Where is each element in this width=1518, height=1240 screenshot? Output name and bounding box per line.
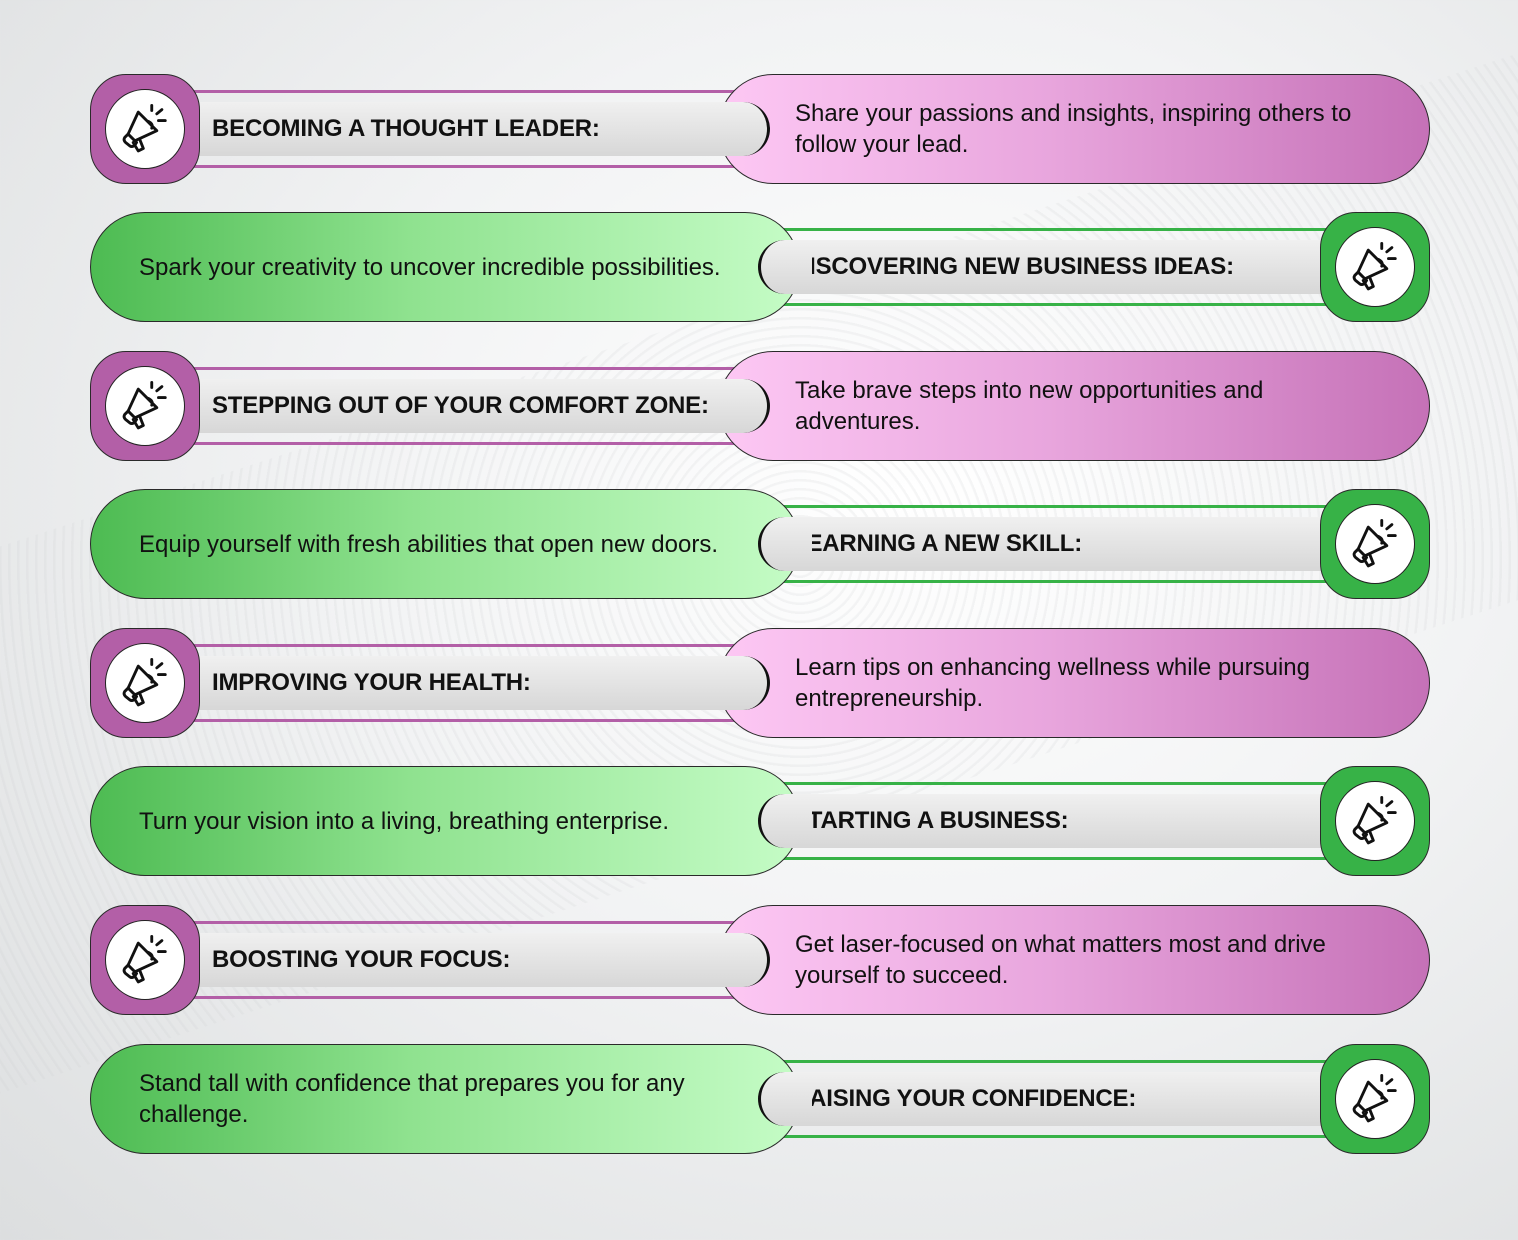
item-title: STARTING A BUSINESS: <box>792 807 1069 834</box>
item-description-pill: Spark your creativity to uncover incredi… <box>90 212 800 322</box>
icon-badge <box>90 628 200 738</box>
item-title: IMPROVING YOUR HEALTH: <box>212 669 531 696</box>
megaphone-icon <box>1335 781 1415 861</box>
icon-badge <box>1320 1044 1430 1154</box>
benefit-row-new-skill: Equip yourself with fresh abilities that… <box>90 489 1430 599</box>
title-bar-cap <box>758 1072 812 1126</box>
icon-badge <box>90 905 200 1015</box>
item-description-pill: Take brave steps into new opportunities … <box>718 351 1430 461</box>
item-description-pill: Share your passions and insights, inspir… <box>718 74 1430 184</box>
item-title-bar: IMPROVING YOUR HEALTH: <box>190 644 770 722</box>
item-title: RAISING YOUR CONFIDENCE: <box>792 1085 1137 1112</box>
item-description: Equip yourself with fresh abilities that… <box>139 530 718 558</box>
item-description: Take brave steps into new opportunities … <box>795 377 1264 435</box>
megaphone-icon <box>105 89 185 169</box>
item-title-bar: RAISING YOUR CONFIDENCE: <box>758 1060 1330 1138</box>
icon-badge <box>1320 489 1430 599</box>
title-bar-cap <box>716 933 770 987</box>
title-bar-cap <box>758 794 812 848</box>
item-title: LEARNING A NEW SKILL: <box>792 530 1082 557</box>
benefit-row-business-ideas: Spark your creativity to uncover incredi… <box>90 212 1430 322</box>
item-title: DISCOVERING NEW BUSINESS IDEAS: <box>792 253 1234 280</box>
benefit-row-comfort-zone: STEPPING OUT OF YOUR COMFORT ZONE: Take … <box>90 351 1430 461</box>
icon-badge <box>1320 212 1430 322</box>
item-description-pill: Equip yourself with fresh abilities that… <box>90 489 800 599</box>
megaphone-icon <box>105 920 185 1000</box>
item-title-bar: BECOMING A THOUGHT LEADER: <box>190 90 770 168</box>
item-title-bar: DISCOVERING NEW BUSINESS IDEAS: <box>758 228 1330 306</box>
item-title: BOOSTING YOUR FOCUS: <box>212 946 511 973</box>
icon-badge <box>1320 766 1430 876</box>
item-title-bar: BOOSTING YOUR FOCUS: <box>190 921 770 999</box>
item-title-bar: STEPPING OUT OF YOUR COMFORT ZONE: <box>190 367 770 445</box>
item-title: STEPPING OUT OF YOUR COMFORT ZONE: <box>212 392 709 419</box>
item-description: Get laser-focused on what matters most a… <box>795 931 1326 989</box>
item-title: BECOMING A THOUGHT LEADER: <box>212 115 600 142</box>
item-description-pill: Turn your vision into a living, breathin… <box>90 766 800 876</box>
item-description-pill: Stand tall with confidence that prepares… <box>90 1044 800 1154</box>
item-description: Share your passions and insights, inspir… <box>795 100 1352 158</box>
megaphone-icon <box>1335 227 1415 307</box>
item-title-bar: STARTING A BUSINESS: <box>758 782 1330 860</box>
title-bar-cap <box>716 656 770 710</box>
megaphone-icon <box>1335 1059 1415 1139</box>
item-description-pill: Get laser-focused on what matters most a… <box>718 905 1430 1015</box>
item-description: Spark your creativity to uncover incredi… <box>139 253 721 281</box>
icon-badge <box>90 351 200 461</box>
title-bar-cap <box>716 102 770 156</box>
title-bar-cap <box>716 379 770 433</box>
benefit-row-starting-business: Turn your vision into a living, breathin… <box>90 766 1430 876</box>
benefit-row-thought-leader: BECOMING A THOUGHT LEADER: Share your pa… <box>90 74 1430 184</box>
megaphone-icon <box>105 643 185 723</box>
benefit-row-focus: BOOSTING YOUR FOCUS: Get laser-focused o… <box>90 905 1430 1015</box>
icon-badge <box>90 74 200 184</box>
megaphone-icon <box>1335 504 1415 584</box>
title-bar-cap <box>758 517 812 571</box>
item-description: Learn tips on enhancing wellness while p… <box>795 654 1310 712</box>
megaphone-icon <box>105 366 185 446</box>
item-title-bar: LEARNING A NEW SKILL: <box>758 505 1330 583</box>
benefit-row-confidence: Stand tall with confidence that prepares… <box>90 1044 1430 1154</box>
item-description-pill: Learn tips on enhancing wellness while p… <box>718 628 1430 738</box>
item-description: Stand tall with confidence that prepares… <box>139 1070 685 1128</box>
item-description: Turn your vision into a living, breathin… <box>139 807 670 835</box>
title-bar-cap <box>758 240 812 294</box>
benefit-row-health: IMPROVING YOUR HEALTH: Learn tips on enh… <box>90 628 1430 738</box>
